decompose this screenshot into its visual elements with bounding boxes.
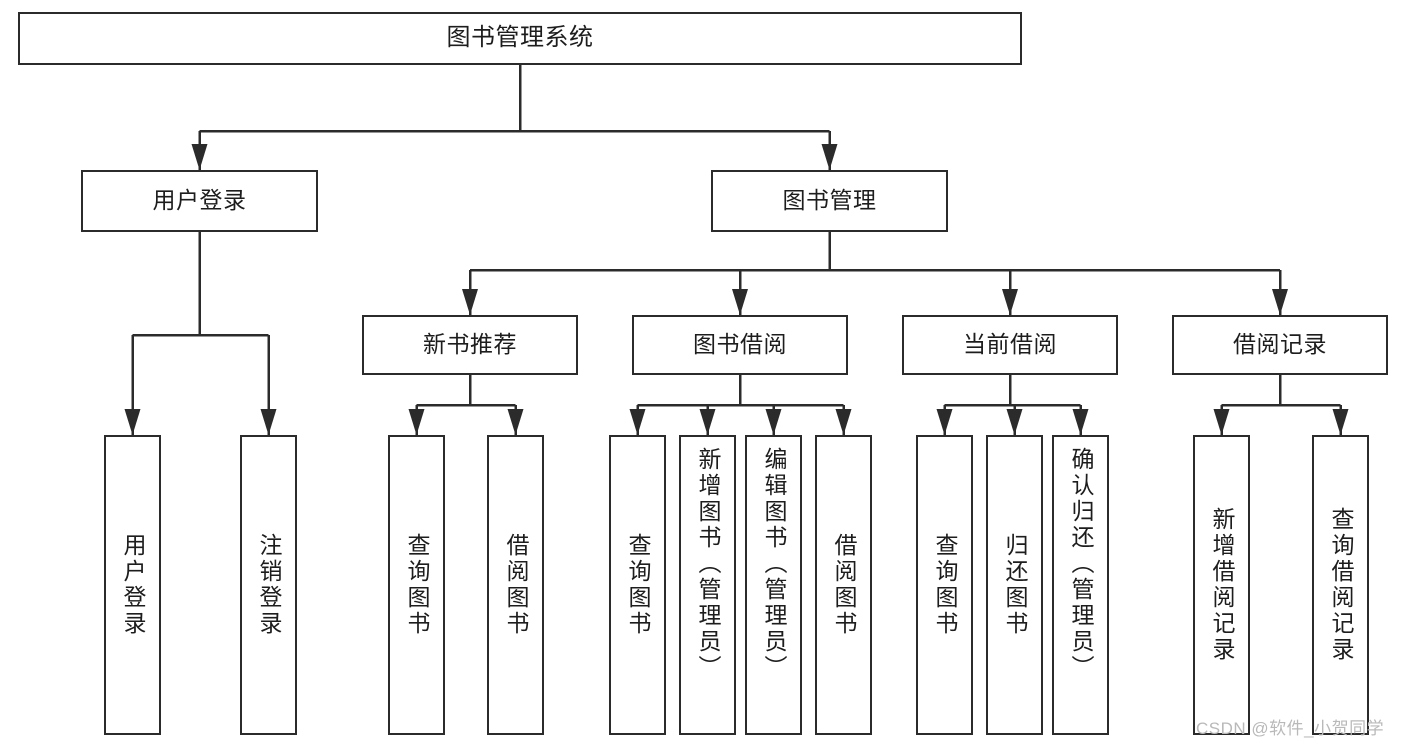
node-leaf-edit-book[interactable]: 编辑图书（管理员） — [745, 435, 802, 735]
node-book-borrow[interactable]: 图书借阅 — [632, 315, 848, 375]
node-borrow-record[interactable]: 借阅记录 — [1172, 315, 1388, 375]
node-root[interactable]: 图书管理系统 — [18, 12, 1022, 65]
arrowhead-icon — [260, 409, 277, 435]
arrowhead-icon — [629, 409, 646, 435]
node-label: 用户登录 — [120, 533, 146, 637]
node-label: 借阅图书 — [831, 533, 857, 637]
node-leaf-query-book-recommend[interactable]: 查询图书 — [388, 435, 445, 735]
arrowhead-icon — [821, 144, 838, 170]
node-leaf-query-book-current[interactable]: 查询图书 — [916, 435, 973, 735]
node-label: 编辑图书（管理员） — [761, 447, 787, 681]
arrowhead-icon — [1002, 289, 1018, 315]
node-label: 查询图书 — [625, 533, 651, 637]
arrowhead-icon — [1332, 409, 1349, 435]
arrowhead-icon — [732, 289, 748, 315]
node-leaf-add-book[interactable]: 新增图书（管理员） — [679, 435, 736, 735]
node-leaf-query-book-borrow[interactable]: 查询图书 — [609, 435, 666, 735]
node-current-borrow[interactable]: 当前借阅 — [902, 315, 1118, 375]
arrowhead-icon — [936, 409, 953, 435]
arrowhead-icon — [124, 409, 141, 435]
node-leaf-query-borrow-record[interactable]: 查询借阅记录 — [1312, 435, 1369, 735]
node-label: 查询借阅记录 — [1328, 507, 1354, 663]
node-leaf-user-login[interactable]: 用户登录 — [104, 435, 161, 735]
node-label: 借阅记录 — [1233, 331, 1327, 358]
node-label: 注销登录 — [256, 533, 282, 637]
arrowhead-icon — [835, 409, 852, 435]
node-label: 新增借阅记录 — [1209, 507, 1235, 663]
node-label: 查询图书 — [932, 533, 958, 637]
node-label: 当前借阅 — [963, 331, 1057, 358]
watermark: CSDN @软件_小贺同学 — [1196, 719, 1385, 738]
arrowhead-icon — [1072, 409, 1089, 435]
arrowhead-icon — [408, 409, 425, 435]
node-new-book-recommend[interactable]: 新书推荐 — [362, 315, 578, 375]
node-leaf-user-logout[interactable]: 注销登录 — [240, 435, 297, 735]
node-label: 图书管理系统 — [446, 24, 594, 52]
node-leaf-add-borrow-record[interactable]: 新增借阅记录 — [1193, 435, 1250, 735]
arrowhead-icon — [462, 289, 478, 315]
node-label: 借阅图书 — [503, 533, 529, 637]
arrowhead-icon — [507, 409, 524, 435]
node-label: 新增图书（管理员） — [695, 447, 721, 681]
node-book-manage[interactable]: 图书管理 — [711, 170, 948, 232]
node-leaf-return-book[interactable]: 归还图书 — [986, 435, 1043, 735]
node-leaf-borrow-book-recommend[interactable]: 借阅图书 — [487, 435, 544, 735]
node-label: 归还图书 — [1002, 533, 1028, 637]
node-label: 用户登录 — [152, 187, 247, 214]
node-user-login[interactable]: 用户登录 — [81, 170, 318, 232]
arrowhead-icon — [699, 409, 716, 435]
node-label: 新书推荐 — [423, 331, 517, 358]
node-label: 确认归还（管理员） — [1068, 447, 1094, 681]
node-label: 图书借阅 — [693, 331, 787, 358]
node-label: 图书管理 — [782, 187, 877, 214]
arrowhead-icon — [1272, 289, 1288, 315]
arrowhead-icon — [191, 144, 208, 170]
arrowhead-icon — [1213, 409, 1230, 435]
node-leaf-confirm-return[interactable]: 确认归还（管理员） — [1052, 435, 1109, 735]
node-leaf-borrow-book[interactable]: 借阅图书 — [815, 435, 872, 735]
node-label: 查询图书 — [404, 533, 430, 637]
arrowhead-icon — [1006, 409, 1023, 435]
arrowhead-icon — [765, 409, 782, 435]
